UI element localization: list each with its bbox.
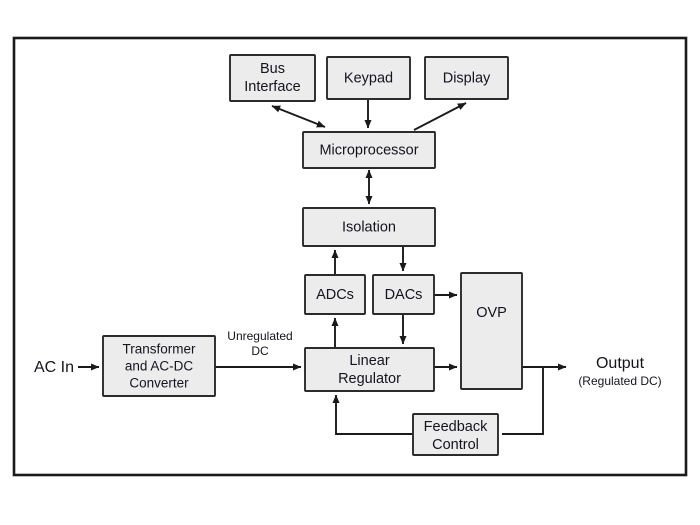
block-label-bus-interface-line2: Interface: [244, 79, 300, 95]
block-adcs[interactable]: ADCs: [304, 274, 366, 315]
annotation-output-regulated-dc: (Regulated DC): [578, 374, 661, 388]
block-label-keypad: Keypad: [344, 70, 393, 86]
block-label-linear-regulator-line2: Regulator: [338, 371, 401, 387]
block-label-transformer-line1: Transformer: [122, 342, 196, 357]
block-linear-regulator[interactable]: Linear Regulator: [304, 347, 435, 392]
wire-microprocessor-display: [413, 102, 467, 131]
block-label-bus-interface-line1: Bus: [260, 61, 285, 77]
annotation-ac-in: AC In: [34, 359, 74, 376]
block-isolation[interactable]: Isolation: [302, 207, 436, 247]
block-label-feedback-control-line2: Control: [432, 437, 479, 453]
block-display[interactable]: Display: [424, 56, 509, 100]
block-label-dacs: DACs: [385, 287, 423, 303]
annotation-layer: AC In Unregulated DC Output (Regulated D…: [34, 329, 662, 388]
block-label-feedback-control-line1: Feedback: [424, 419, 488, 435]
wire-output-feedback-control: [502, 367, 544, 435]
block-transformer-ac-dc-converter[interactable]: Transformer and AC-DC Converter: [102, 335, 216, 397]
block-feedback-control[interactable]: Feedback Control: [412, 413, 499, 456]
block-label-adcs: ADCs: [316, 287, 354, 303]
annotation-output: Output: [596, 355, 645, 372]
annotation-unregulated-dc-line2: DC: [251, 344, 269, 358]
annotation-unregulated-dc-line1: Unregulated: [227, 329, 292, 343]
diagram-frame: [12, 36, 688, 477]
block-label-ovp: OVP: [476, 305, 507, 321]
block-label-linear-regulator-line1: Linear: [349, 353, 389, 369]
block-ovp[interactable]: OVP: [460, 272, 523, 390]
block-label-transformer-line3: Converter: [129, 376, 189, 391]
block-label-transformer-line2: and AC-DC: [125, 359, 194, 374]
wire-bus-interface-microprocessor: [271, 105, 326, 128]
connector-layer: [78, 99, 567, 435]
wire-feedback-control-linear-regulator: [332, 394, 413, 435]
block-label-isolation: Isolation: [342, 219, 396, 235]
block-microprocessor[interactable]: Microprocessor: [302, 131, 436, 169]
block-keypad[interactable]: Keypad: [326, 56, 411, 100]
block-bus-interface[interactable]: Bus Interface: [229, 54, 316, 102]
block-label-microprocessor: Microprocessor: [319, 142, 418, 158]
block-label-display: Display: [443, 70, 491, 86]
block-dacs[interactable]: DACs: [372, 274, 435, 315]
